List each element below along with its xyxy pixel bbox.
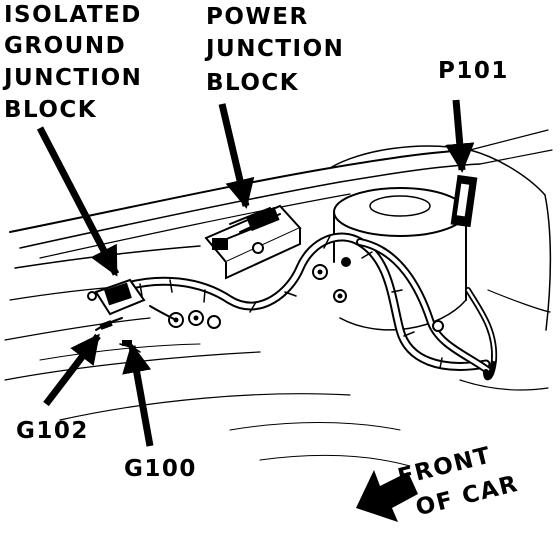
isolated-ground-junction-block-shape — [87, 278, 146, 316]
g102-label: G102 — [16, 418, 89, 444]
front-of-car-label: FRONT OF CAR — [395, 438, 521, 524]
leader-arrows — [36, 99, 475, 522]
front-of-car-arrow-icon — [356, 470, 418, 522]
power-junction-block-shape — [204, 204, 302, 280]
power-junction-block-label: POWER JUNCTION BLOCK — [204, 4, 354, 96]
power-junction-leader-arrow — [218, 103, 255, 209]
car-body-drawing — [4, 129, 553, 467]
p101-label: P101 — [438, 58, 509, 84]
harness-connectors — [95, 242, 444, 353]
p101-leader-arrow — [445, 99, 475, 173]
isolated-ground-leader-arrow — [36, 126, 120, 277]
g102-leader-arrow — [43, 333, 101, 407]
g100-label: G100 — [124, 456, 197, 482]
g100-leader-arrow — [122, 343, 154, 447]
isolated-ground-junction-block-label: ISOLATED GROUND JUNCTION BLOCK — [2, 2, 152, 123]
